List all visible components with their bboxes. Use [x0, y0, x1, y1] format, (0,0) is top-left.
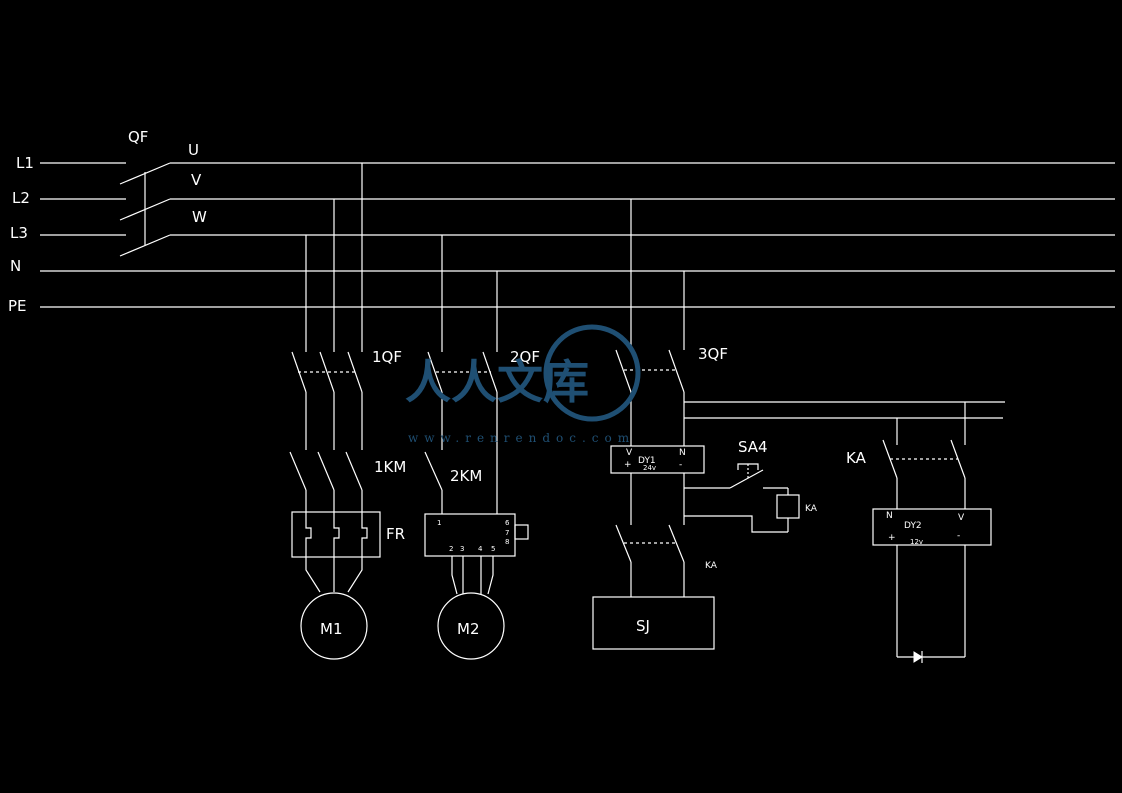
label-pe: PE: [8, 297, 27, 315]
dy1-n-term: N: [679, 448, 686, 458]
label-m2: M2: [457, 620, 480, 638]
2km-term-7: 7: [505, 529, 509, 537]
branch-control: 3QF V N DY1 + - 24v SA4 KA KA: [592, 199, 1005, 650]
m1-lead-a: [305, 557, 321, 593]
label-1km: 1KM: [374, 458, 406, 476]
ka-coil: [776, 494, 800, 519]
label-sj: SJ: [636, 617, 650, 635]
sa4-blade: [729, 469, 764, 489]
1km-blade-b: [317, 451, 335, 491]
branch-motor-2: 2QF 2KM 1 2 3 4 5 6 7 8 M2: [424, 235, 540, 660]
1qf-blade-b: [319, 351, 335, 393]
3qf-blade-b: [668, 349, 685, 393]
2km-term-3: 3: [460, 545, 464, 553]
2km-term-2: 2: [449, 545, 453, 553]
dy1-v-term: V: [626, 448, 633, 458]
2qf-blade-a: [427, 351, 443, 393]
2km-side-port: [514, 524, 529, 540]
2km-term-1: 1: [437, 519, 441, 527]
2km-term-5: 5: [491, 545, 495, 553]
fr-overload-relay: [291, 511, 381, 558]
qf-blade-3: [119, 234, 171, 257]
psu-dy2: [872, 508, 992, 546]
m2-lead-d: [487, 556, 494, 595]
fr-element-a: [305, 512, 312, 557]
psu-dy1: [610, 445, 705, 474]
dy1-name: DY1: [638, 456, 656, 466]
timer-sj: [592, 596, 715, 650]
dy1-plus: +: [624, 460, 632, 470]
label-qf: QF: [128, 128, 148, 146]
2km-term-8: 8: [505, 538, 509, 546]
label-1qf: 1QF: [372, 348, 402, 366]
label-ka-contact-left: KA: [705, 561, 718, 571]
2km-blade: [424, 451, 443, 491]
label-ka-contact-right: KA: [846, 449, 867, 467]
dy2-minus: -: [957, 531, 960, 541]
label-3qf: 3QF: [698, 345, 728, 363]
label-sa4: SA4: [738, 438, 768, 456]
2km-term-6: 6: [505, 519, 510, 527]
label-2km: 2KM: [450, 467, 482, 485]
ka-coil-return: [684, 515, 788, 533]
fr-element-b: [333, 512, 340, 557]
label-l3: L3: [10, 224, 28, 242]
1km-blade-a: [289, 451, 307, 491]
label-fr: FR: [386, 525, 405, 543]
diode-symbol: [913, 651, 923, 663]
m2-lead-a: [451, 556, 458, 595]
label-m1: M1: [320, 620, 343, 638]
fr-element-c: [361, 512, 368, 557]
2km-term-4: 4: [478, 545, 483, 553]
branch-dc-supply: KA N V DY2 + - 12v: [846, 402, 992, 663]
label-n: N: [10, 257, 21, 275]
label-l1: L1: [16, 154, 34, 172]
label-ka-coil: KA: [805, 504, 818, 514]
1km-blade-c: [345, 451, 363, 491]
label-l2: L2: [12, 189, 30, 207]
dy2-rating: 12v: [910, 538, 923, 546]
dy2-plus: +: [888, 533, 896, 543]
dy1-rating: 24v: [643, 464, 656, 472]
dy2-n-term: N: [886, 511, 893, 521]
dy1-minus: -: [679, 460, 682, 470]
motor-m2: [437, 592, 505, 660]
label-v: V: [191, 171, 202, 189]
3qf-blade-a: [615, 349, 632, 393]
dy2-v-term: V: [958, 513, 965, 523]
branch-motor-1: 1QF 1KM FR M1: [289, 163, 406, 660]
supply-input: L1 L2 L3 N PE QF U V W: [8, 128, 1115, 315]
m1-lead-c: [347, 557, 363, 593]
dy2-name: DY2: [904, 521, 922, 531]
ka-contact-b: [668, 524, 685, 563]
label-u: U: [188, 141, 199, 159]
motor-m1: [300, 592, 368, 660]
label-2qf: 2QF: [510, 348, 540, 366]
label-w: W: [192, 208, 207, 226]
ka-contact-a: [615, 524, 632, 563]
